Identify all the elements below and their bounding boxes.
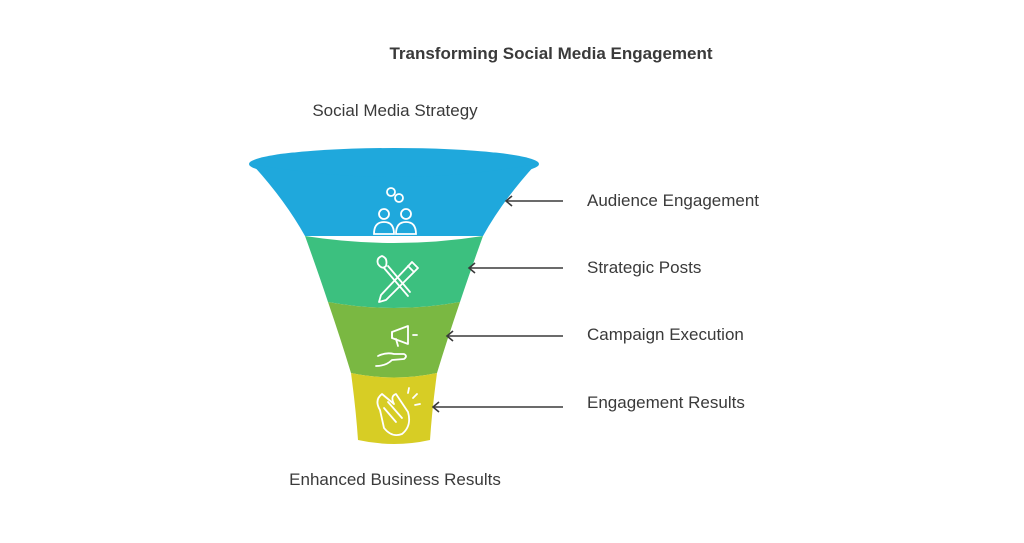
clapping-hands-icon [376, 387, 421, 437]
funnel-rim [249, 148, 539, 180]
stage-label-engagement-results: Engagement Results [587, 393, 745, 412]
funnel-stage-audience-engagement [252, 164, 536, 236]
funnel-stage-campaign-execution [328, 302, 460, 378]
stage-label-strategic-posts: Strategic Posts [587, 258, 702, 277]
stage-label-audience-engagement: Audience Engagement [587, 191, 760, 210]
arrow-audience-engagement [504, 195, 563, 207]
arrow-strategic-posts [467, 262, 563, 274]
pen-brush-icon [376, 255, 419, 303]
stage-label-campaign-execution: Campaign Execution [587, 325, 744, 344]
people-icon [373, 187, 417, 235]
megaphone-hand-icon [375, 325, 418, 367]
diagram-title: Transforming Social Media Engagement [389, 44, 713, 63]
arrow-campaign-execution [445, 330, 563, 342]
funnel-top-label: Social Media Strategy [312, 101, 478, 120]
funnel-bottom-label: Enhanced Business Results [289, 470, 501, 489]
arrow-engagement-results [431, 401, 563, 413]
